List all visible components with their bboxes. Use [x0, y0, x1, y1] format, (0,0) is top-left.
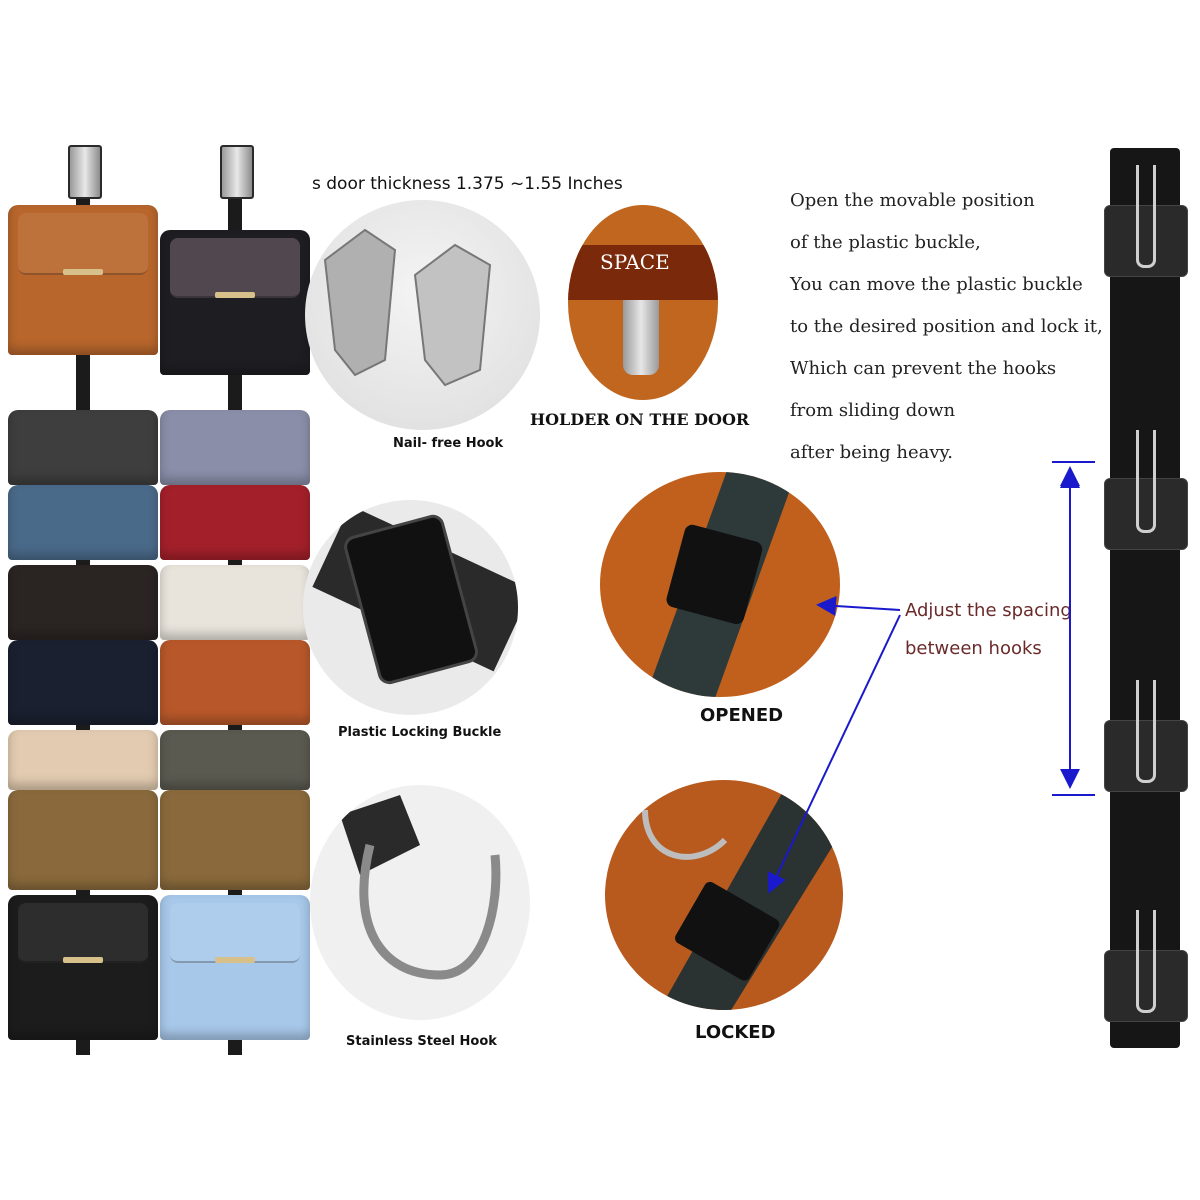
- opened-label: OPENED: [700, 705, 784, 726]
- door-clip: [220, 145, 254, 199]
- bag-dark-brown: [8, 565, 158, 640]
- nail-free-hook-image: [305, 200, 540, 430]
- bag-grey: [160, 730, 310, 790]
- description-line-2: of the plastic buckle,: [790, 232, 981, 253]
- plastic-buckle-image: [303, 500, 518, 715]
- hook-4: [1136, 910, 1156, 1013]
- description-line-7: after being heavy.: [790, 442, 954, 463]
- hook-3: [1136, 680, 1156, 783]
- nail-free-hook-label: Nail- free Hook: [393, 436, 504, 451]
- description-line-4: to the desired position and lock it,: [790, 316, 1103, 337]
- holder-on-door-label: HOLDER ON THE DOOR: [530, 410, 750, 429]
- arrow-to-locked: [767, 614, 901, 894]
- bag-white: [160, 565, 310, 640]
- bag-tan: [8, 790, 158, 890]
- bag-floral-backpack: [160, 230, 310, 375]
- bag-tweed: [8, 410, 158, 485]
- adjust-spacing-line-2: between hooks: [905, 638, 1042, 659]
- bag-blue: [8, 485, 158, 560]
- door-thickness-text: s door thickness 1.375 ~1.55 Inches: [312, 174, 623, 194]
- buckle-2: [1104, 478, 1188, 550]
- description-line-6: from sliding down: [790, 400, 956, 421]
- bag-light-blue-backpack: [160, 895, 310, 1040]
- bag-brown-backpack: [8, 205, 158, 355]
- bag-beige: [8, 730, 158, 790]
- bag-red: [160, 485, 310, 560]
- bag-tan: [160, 790, 310, 890]
- hook-1: [1136, 165, 1156, 268]
- description-line-5: Which can prevent the hooks: [790, 358, 1057, 379]
- hanging-strap: [1110, 148, 1180, 1048]
- bag-orange: [160, 640, 310, 725]
- locked-label: LOCKED: [695, 1022, 776, 1043]
- adjust-spacing-line-1: Adjust the spacing: [905, 600, 1072, 621]
- opened-buckle-image: [600, 472, 840, 697]
- bag-plaid: [160, 410, 310, 485]
- hook-2: [1136, 430, 1156, 533]
- bag-column-right: [160, 145, 310, 1055]
- bag-column-left: [8, 145, 158, 1055]
- description-line-3: You can move the plastic buckle: [790, 274, 1083, 295]
- stainless-hook-image: [310, 785, 530, 1020]
- holder-on-door-image: [568, 205, 718, 400]
- door-clip: [68, 145, 102, 199]
- bag-navy: [8, 640, 158, 725]
- space-label: SPACE: [600, 250, 670, 274]
- buckle-4: [1104, 950, 1188, 1022]
- bag-black-backpack: [8, 895, 158, 1040]
- arrow-to-opened: [816, 596, 901, 616]
- stainless-hook-label: Stainless Steel Hook: [346, 1034, 497, 1049]
- description-line-1: Open the movable position: [790, 190, 1035, 211]
- plastic-buckle-label: Plastic Locking Buckle: [338, 725, 502, 740]
